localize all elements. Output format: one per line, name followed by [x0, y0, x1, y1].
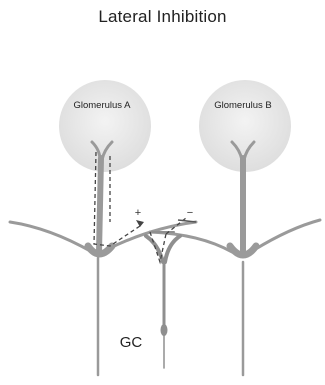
- granule-cell: [146, 232, 180, 368]
- excitatory-sign: +: [135, 207, 141, 219]
- granule-cell-label: GC: [120, 334, 143, 351]
- mitral-cell-a: [10, 142, 196, 375]
- synapse-bar: [178, 220, 196, 222]
- arrowhead-icon: [136, 220, 144, 227]
- glomerulus-a-circle: [59, 80, 151, 172]
- inhibitory-sign: −: [187, 207, 193, 219]
- glomerulus-b-label: Glomerulus B: [214, 100, 272, 111]
- glomerulus-a-label: Glomerulus A: [73, 100, 131, 111]
- mitral-cell-b: [150, 142, 320, 375]
